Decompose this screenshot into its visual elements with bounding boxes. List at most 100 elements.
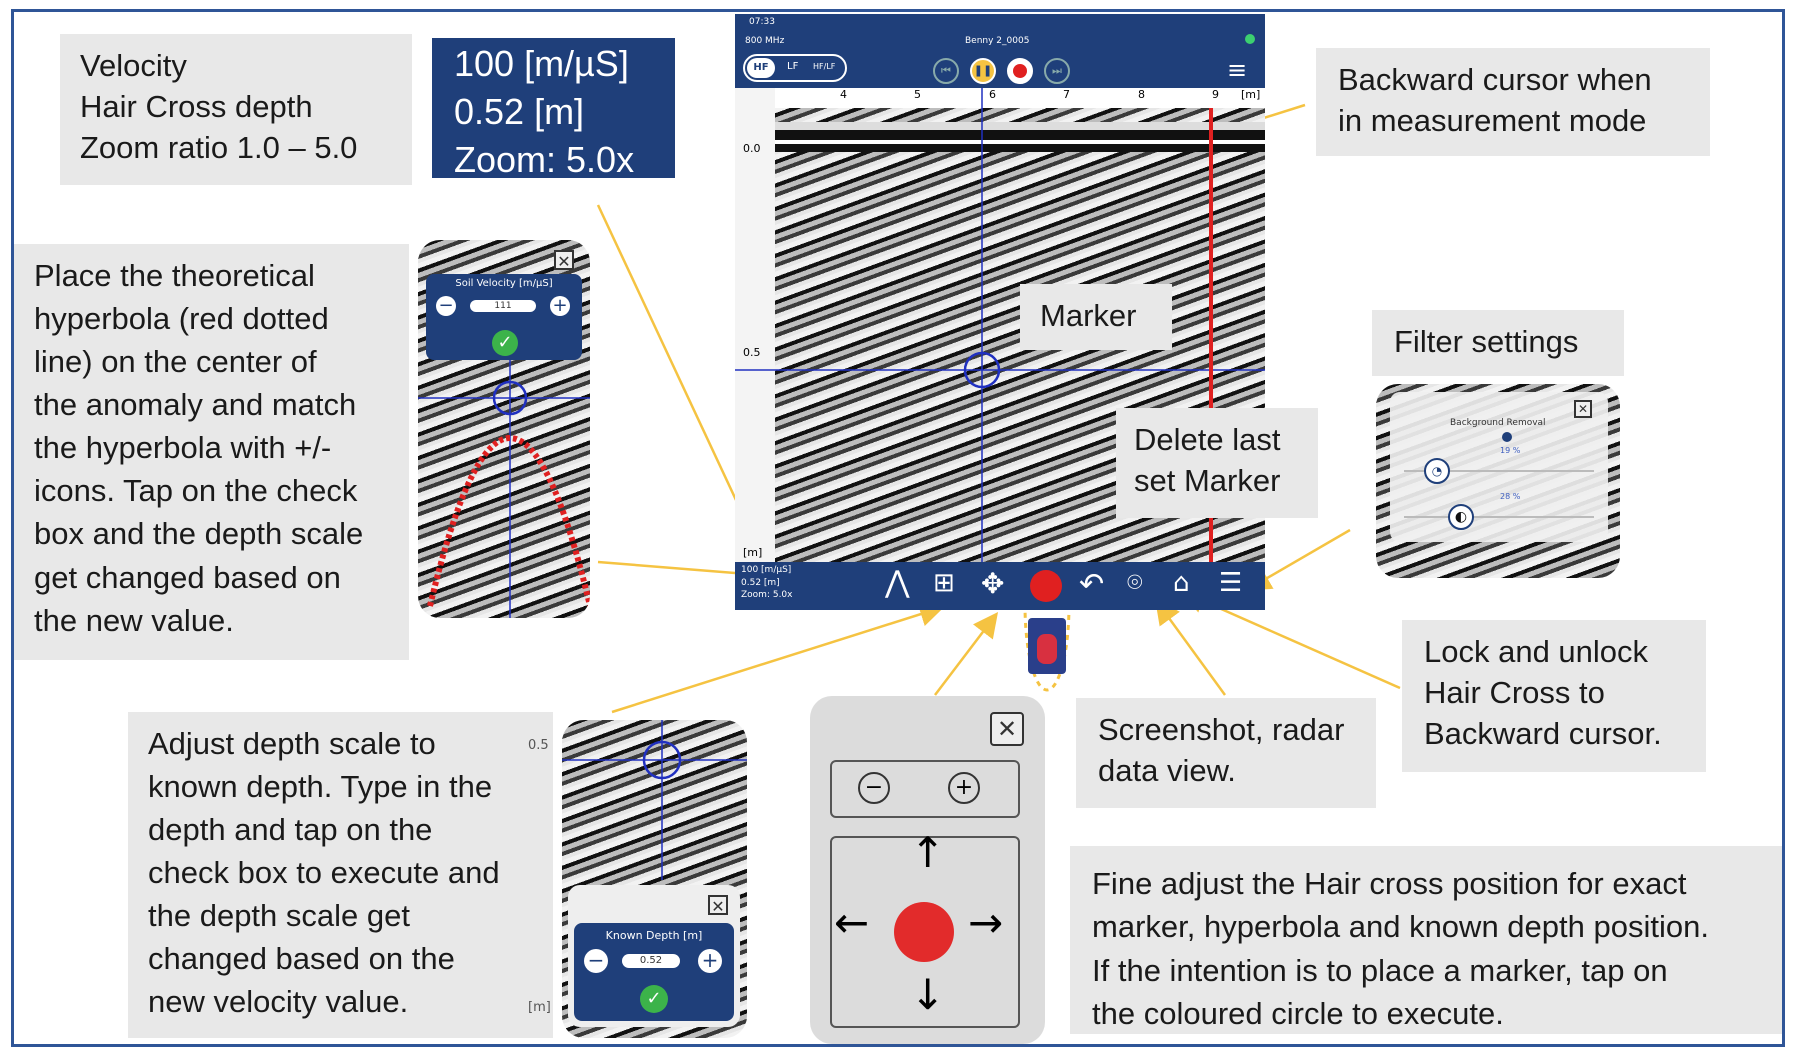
known-depth-popup: ✕ Known Depth [m] − 0.52 + ✓ [562,720,747,1038]
hyperbola-label-line: the hyperbola with +/- [34,430,332,466]
gamma-slider-icon[interactable]: ◔ [1424,458,1450,484]
mode-lf[interactable]: LF [787,61,799,72]
x-tick: 5 [914,88,921,101]
move-icon[interactable]: ✥ [981,567,1005,600]
filter-label: Filter settings [1372,310,1624,376]
readout-line: 100 [m/µS] [741,565,792,575]
close-icon[interactable]: ✕ [708,895,728,916]
status-time: 07:33 [749,17,775,27]
frequency-label: 800 MHz [745,36,785,46]
filter-slider-track [1404,516,1594,518]
lock-label: Lock and unlock Hair Cross to Backward c… [1402,620,1706,772]
surface-band [775,122,1265,152]
filter-icon[interactable]: ☰ [1219,568,1243,598]
delete-marker-line: Delete last [1134,422,1281,457]
known-depth-card: ✕ Known Depth [m] − 0.52 + ✓ [568,885,740,1027]
hyperbola-icon[interactable]: ⋀ [885,565,910,600]
y-unit: [m] [743,546,763,559]
plus-icon[interactable]: + [698,949,722,973]
move-pad: ↑ ↓ ← → [830,832,1020,1028]
marker-button[interactable] [1030,570,1062,602]
x-tick: 7 [1063,88,1070,101]
velocity-label-line: Velocity [80,48,187,83]
check-icon[interactable]: ✓ [492,330,518,356]
minus-icon[interactable]: − [436,296,456,316]
y-tick: 0.5 [743,346,761,359]
fine-adjust-line: the coloured circle to execute. [1092,996,1504,1032]
arrow-down-icon[interactable]: ↓ [910,970,946,1019]
plus-icon[interactable]: + [550,296,570,316]
soil-velocity-popup: ✕ Soil Velocity [m/µS] − 111 + ✓ [418,240,590,618]
app-top-bar: 07:33 800 MHz Benny 2_0005 HF LF HF/LF ⏮… [735,14,1265,88]
close-icon[interactable]: ✕ [1574,400,1592,418]
marker-label: Marker [1020,284,1172,350]
arrow-right-icon[interactable]: → [968,898,1004,947]
record-icon[interactable] [1007,58,1033,84]
screenshot-label-line: data view. [1098,752,1236,788]
skip-back-icon[interactable]: ⏮ [933,58,959,84]
hyperbola-label-line: hyperbola (red dotted [34,301,329,337]
depth-scale-line: known depth. Type in the [148,769,493,805]
app-bottom-bar: 100 [m/µS] 0.52 [m] Zoom: 5.0x ⋀ ⊞ ✥ ↶ ⌾… [735,562,1265,610]
lock-icon[interactable]: ⌂ [1173,568,1190,598]
filter-title: Background Removal [1450,418,1546,428]
velocity-label-box: Velocity Hair Cross depth Zoom ratio 1.0… [60,34,412,185]
filter-panel: ✕ Background Removal 19 % ◔ 28 % ◐ [1390,392,1608,542]
soil-velocity-panel: Soil Velocity [m/µS] − 111 + ✓ [426,274,582,360]
check-icon[interactable]: ✓ [640,985,668,1013]
file-name: Benny 2_0005 [965,36,1030,46]
depth-scale-line: depth and tap on the [148,812,433,848]
depth-unit-label: [m] [528,1000,551,1015]
close-icon[interactable]: ✕ [990,712,1024,746]
place-marker-button[interactable] [894,902,954,962]
zoom-in-icon[interactable]: + [948,772,980,804]
soil-velocity-input[interactable]: 111 [470,300,536,312]
y-tick: 0.0 [743,142,761,155]
lock-label-line: Hair Cross to [1424,674,1605,710]
screenshot-label-line: Screenshot, radar [1098,712,1345,747]
lock-label-line: Lock and unlock [1424,634,1649,669]
mode-toggle[interactable]: HF LF HF/LF [743,54,847,82]
contrast-slider-icon[interactable]: ◐ [1448,504,1474,530]
camera-icon[interactable]: ⌾ [1127,568,1143,598]
readout: 100 [m/µS] 0.52 [m] Zoom: 5.0x [741,564,792,602]
minus-icon[interactable]: − [584,949,608,973]
backward-cursor-line: Backward cursor when [1338,62,1652,97]
hyperbola-label-line: line) on the center of [34,344,317,380]
arrow-screenshot [1155,598,1227,696]
x-unit: [m] [1241,88,1261,101]
arrow-left-icon[interactable]: ← [834,898,870,947]
hyperbola-label-box: Place the theoretical hyperbola (red dot… [14,244,409,660]
fine-adjust-line: marker, hyperbola and known depth positi… [1092,909,1709,945]
mode-hf[interactable]: HF [747,58,775,78]
zoom-out-icon[interactable]: − [858,772,890,804]
close-icon[interactable]: ✕ [554,250,574,271]
hyperbola-label-line: box and the depth scale [34,516,364,552]
mode-hflf[interactable]: HF/LF [813,62,836,71]
menu-icon[interactable]: ≡ [1227,56,1248,84]
pause-icon[interactable]: ❚❚ [970,58,996,84]
depth-scale-label: Adjust depth scale to known depth. Type … [128,712,553,1038]
backward-cursor-label: Backward cursor when in measurement mode [1316,48,1710,156]
known-depth-title: Known Depth [m] [605,929,703,942]
x-tick: 8 [1138,88,1145,101]
velocity-label-line: Hair Cross depth [80,88,313,124]
hair-cross [735,88,1265,562]
velocity-value-line: 0.52 [m] [454,90,585,132]
lock-label-line: Backward cursor. [1424,715,1662,751]
hyperbola-label-line: get changed based on [34,559,341,595]
soil-velocity-title: Soil Velocity [m/µS] [455,278,553,289]
depth-scale-line: Adjust depth scale to [148,726,436,761]
velocity-value-line: 100 [m/µS] [454,43,629,84]
backward-cursor-line: in measurement mode [1338,102,1647,138]
backward-cursor[interactable] [1209,108,1213,562]
filter-toggle-dot[interactable] [1502,432,1512,442]
arrow-up-icon[interactable]: ↑ [910,828,946,877]
undo-icon[interactable]: ↶ [1079,567,1105,602]
x-tick: 4 [840,88,847,101]
skip-forward-icon[interactable]: ⏭ [1044,58,1070,84]
depth-scale-icon[interactable]: ⊞ [933,568,955,598]
filter-label-text: Filter settings [1394,324,1579,359]
known-depth-input[interactable]: 0.52 [622,954,680,968]
x-tick: 9 [1212,88,1219,101]
